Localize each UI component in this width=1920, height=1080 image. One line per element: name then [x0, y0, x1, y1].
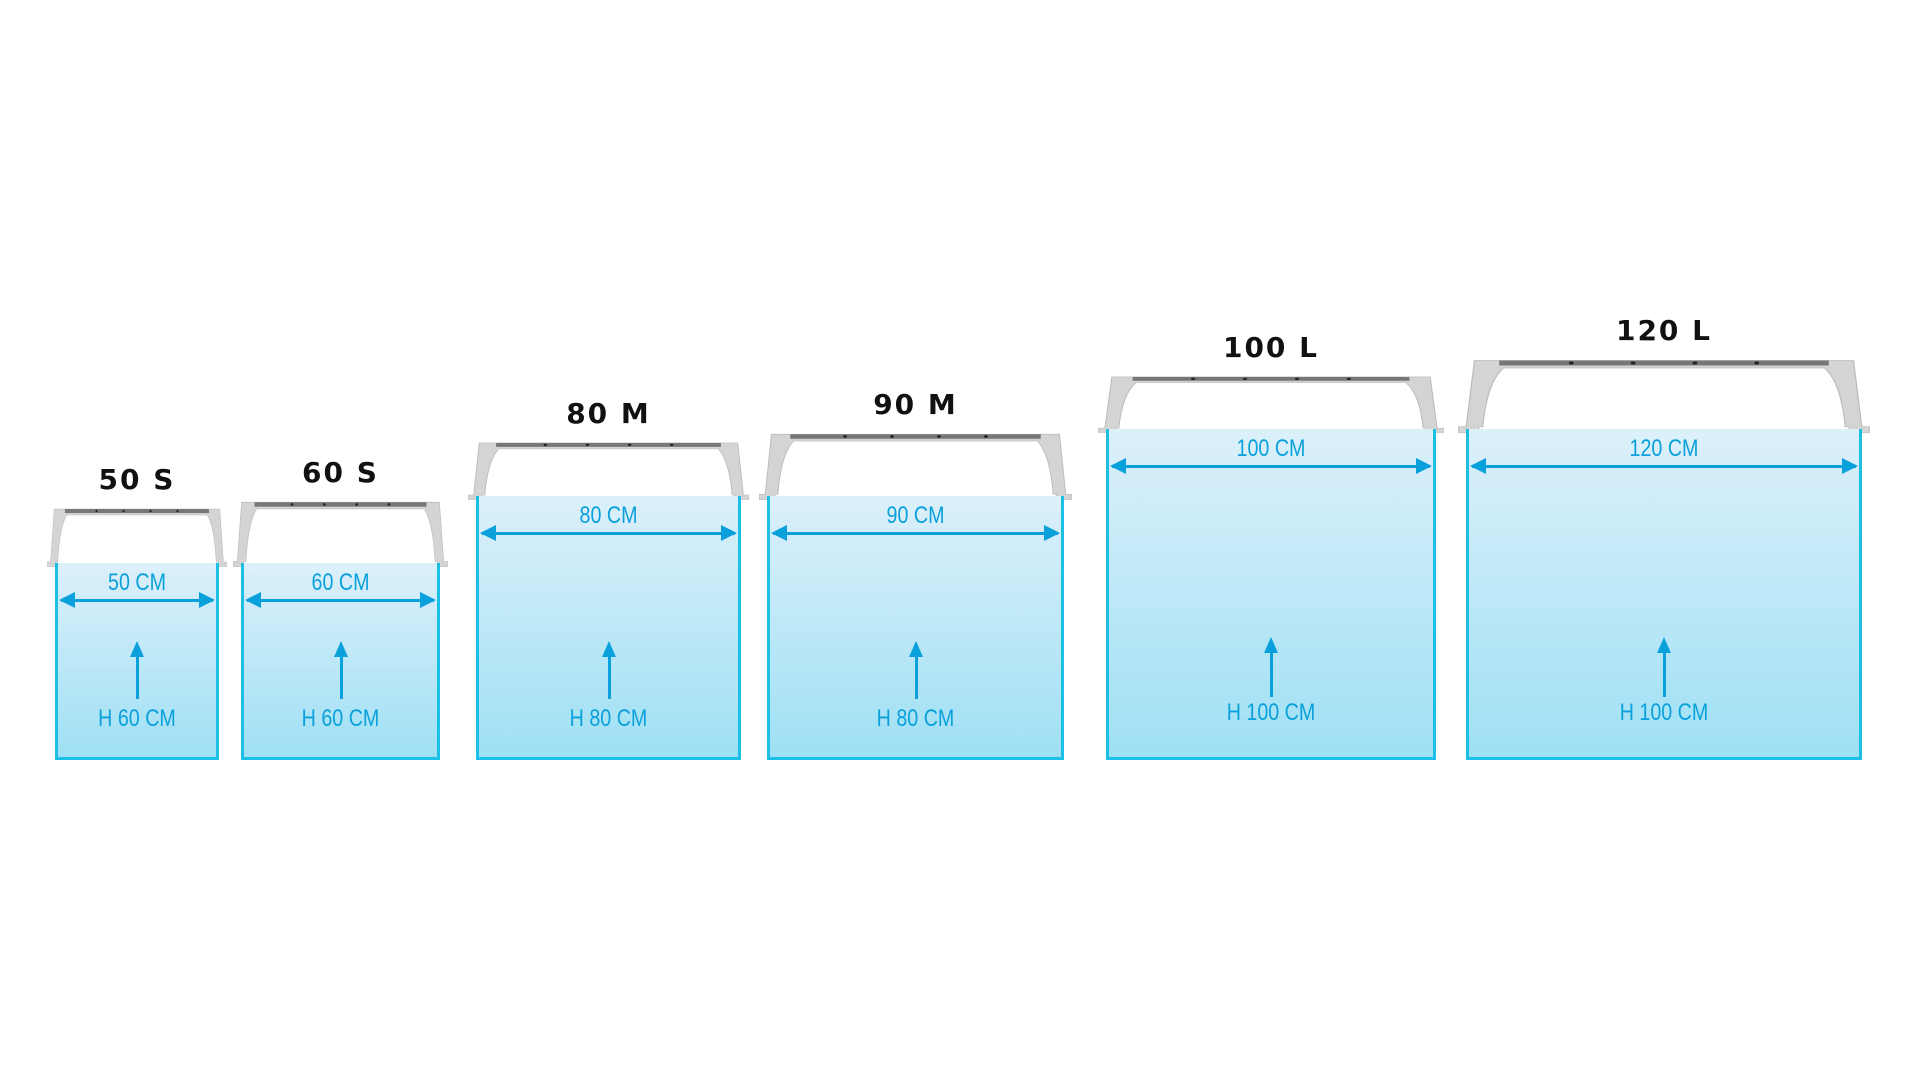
width-arrow-icon [245, 592, 436, 608]
height-arrow-icon [601, 641, 616, 699]
height-label: H 80 CM [876, 705, 955, 732]
lamp-fixture [233, 500, 448, 567]
width-label: 80 CM [579, 502, 638, 529]
width-label: 100 CM [1236, 435, 1306, 462]
tank-model-title: 120 L [1615, 314, 1713, 347]
height-arrow-icon [908, 641, 923, 699]
water-volume: 80 CM H 80 CM [476, 496, 741, 760]
lamp-fixture [468, 441, 749, 500]
width-arrow-icon [1110, 458, 1432, 474]
height-arrow-icon [130, 641, 144, 699]
water-volume: 120 CM H 100 CM [1466, 429, 1862, 760]
height-label: H 80 CM [569, 705, 648, 732]
lamp-fixture [1458, 358, 1870, 433]
water-volume: 90 CM H 80 CM [767, 496, 1064, 760]
width-label: 50 CM [108, 569, 166, 596]
height-label: H 100 CM [1619, 699, 1709, 726]
tank-model-title: 80 M [566, 397, 651, 430]
tank-50s: 50 S 50 CM H 60 CM [47, 447, 227, 760]
width-label: 90 CM [886, 502, 945, 529]
water-volume: 50 CM H 60 CM [55, 563, 219, 760]
width-arrow-icon [59, 592, 215, 608]
height-arrow-icon [333, 641, 348, 699]
water-volume: 60 CM H 60 CM [241, 563, 440, 760]
tank-120l: 120 L 120 CM H 100 CM [1458, 298, 1870, 760]
width-label: 120 CM [1629, 435, 1699, 462]
height-label: H 60 CM [98, 705, 176, 732]
width-label: 60 CM [311, 569, 370, 596]
lamp-fixture [47, 507, 227, 567]
height-arrow-icon [1657, 637, 1671, 697]
tank-90m: 90 M 90 CM H 80 CM [759, 372, 1072, 760]
width-arrow-icon [1470, 458, 1858, 474]
width-arrow-icon [771, 525, 1060, 541]
height-label: H 100 CM [1226, 699, 1316, 726]
height-arrow-icon [1264, 637, 1278, 697]
tank-model-title: 60 S [302, 456, 379, 489]
tank-60s: 60 S 60 CM H 60 CM [233, 440, 448, 760]
tank-model-title: 100 L [1222, 331, 1320, 364]
lamp-fixture [759, 432, 1072, 500]
height-label: H 60 CM [301, 705, 380, 732]
tank-model-title: 90 M [873, 388, 958, 421]
lamp-fixture [1098, 375, 1444, 433]
tank-80m: 80 M 80 CM H 80 CM [468, 381, 749, 760]
water-volume: 100 CM H 100 CM [1106, 429, 1436, 760]
tank-100l: 100 L 100 CM H 100 CM [1098, 315, 1444, 760]
tank-model-title: 50 S [98, 463, 176, 496]
width-arrow-icon [480, 525, 737, 541]
